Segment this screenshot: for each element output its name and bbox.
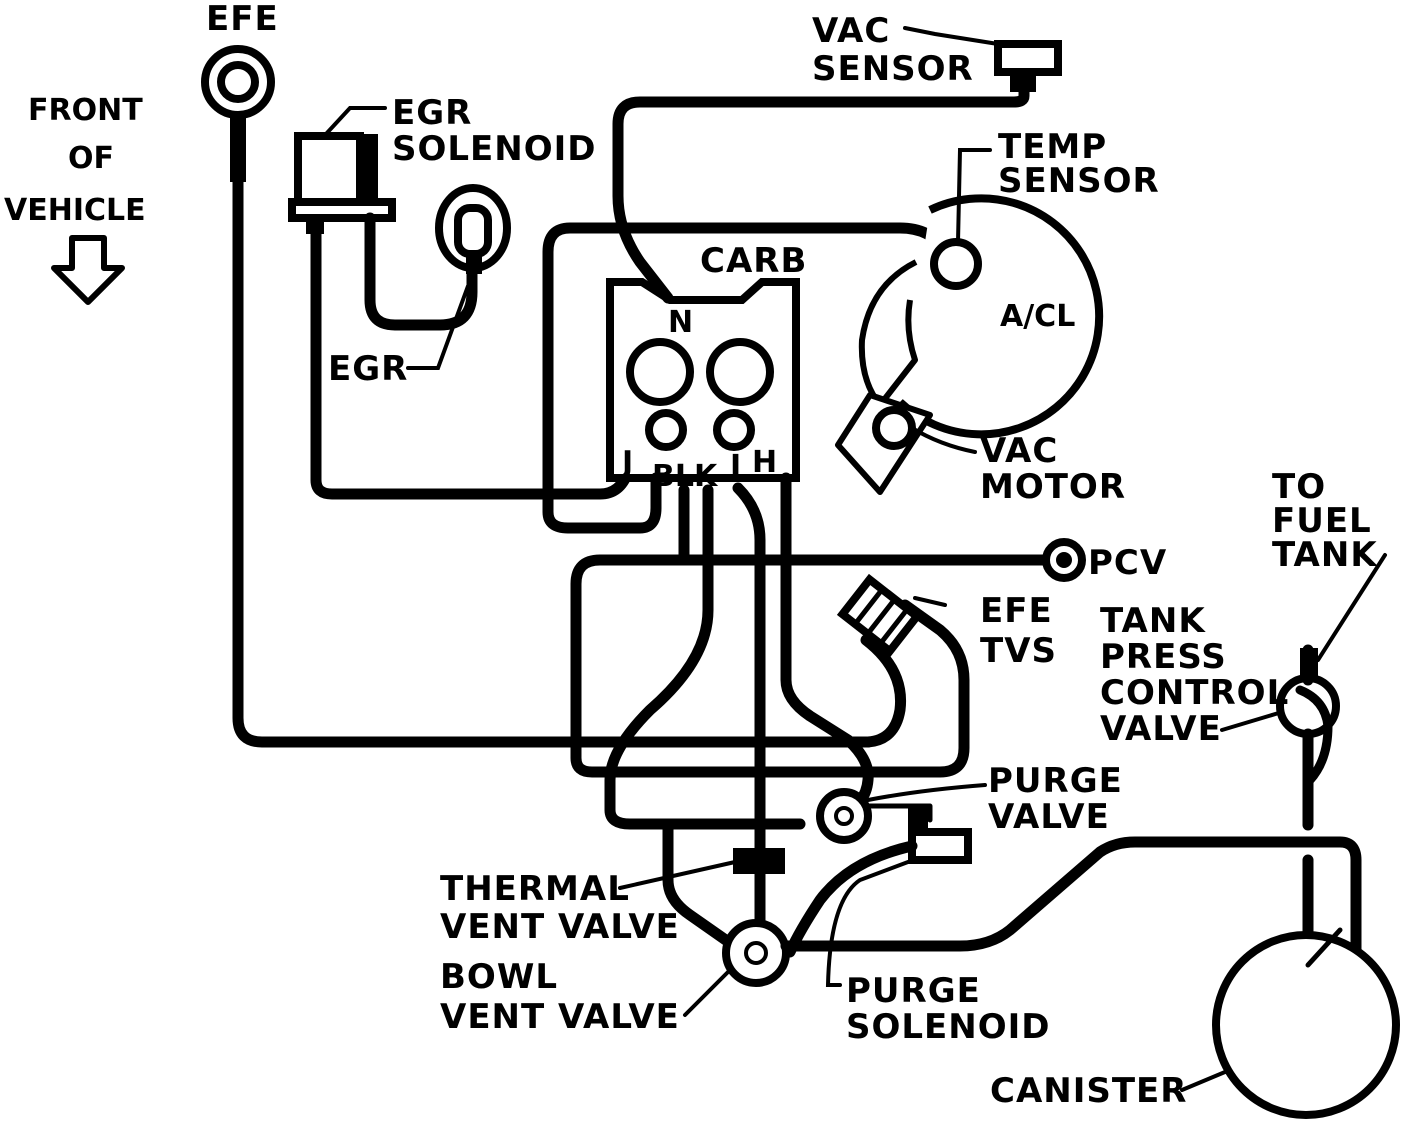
purge-valve-to-solenoid bbox=[865, 803, 933, 823]
purge-valve-leader bbox=[866, 783, 987, 802]
vac-sensor-label-1: VAC bbox=[812, 11, 890, 51]
efe-tvs-hose bbox=[860, 634, 907, 748]
egr-solenoid-label-1: EGR bbox=[392, 93, 472, 133]
a-cl-label: A/CL bbox=[1000, 299, 1075, 334]
canister-leader bbox=[1180, 1070, 1227, 1092]
vac-motor bbox=[872, 406, 916, 450]
front-label-line1: FRONT bbox=[28, 93, 143, 128]
temp-sensor-leader bbox=[956, 148, 992, 244]
carb-port-h-label: H bbox=[752, 445, 777, 480]
front-of-vehicle-label: FRONT OF VEHICLE bbox=[4, 93, 146, 228]
carb-i-hose bbox=[732, 482, 766, 986]
egr-hose bbox=[364, 212, 478, 331]
pcv-valve bbox=[1042, 538, 1086, 582]
thermal-vent-hose bbox=[662, 818, 746, 956]
efe-valve bbox=[201, 45, 275, 182]
to-fuel-tank-label-2: FUEL bbox=[1272, 501, 1372, 541]
vac-sensor-hose bbox=[612, 84, 1030, 304]
pcv-label: PCV bbox=[1088, 543, 1167, 583]
purge-solenoid-hose bbox=[784, 840, 918, 958]
efe-tvs-leader bbox=[913, 596, 947, 607]
purge-valve-label-1: PURGE bbox=[988, 761, 1123, 801]
purge-solenoid-label-2: SOLENOID bbox=[846, 1007, 1051, 1047]
efe-label: EFE bbox=[206, 0, 279, 39]
egr-solenoid-to-carb-hose bbox=[310, 226, 634, 500]
canister bbox=[1212, 927, 1400, 1119]
vac-motor-leader bbox=[910, 426, 977, 454]
bowl-vent-label-2: VENT VALVE bbox=[440, 997, 680, 1037]
tank-press-label-1: TANK bbox=[1100, 601, 1206, 641]
purge-solenoid bbox=[908, 806, 972, 864]
carb-h-hose bbox=[780, 472, 874, 821]
egr-solenoid-leader bbox=[324, 106, 387, 136]
vac-sensor-leader bbox=[903, 26, 1000, 46]
front-arrow-icon bbox=[51, 235, 125, 305]
egr-leader bbox=[406, 284, 470, 370]
carb-loop-hose bbox=[542, 222, 951, 534]
tank-press-label-4: VALVE bbox=[1100, 709, 1222, 749]
purge-valve-label-2: VALVE bbox=[988, 797, 1110, 837]
bowl-vent-to-canister-hose bbox=[780, 836, 1362, 1032]
vac-motor-label-1: VAC bbox=[980, 431, 1058, 471]
carb-label: CARB bbox=[700, 241, 807, 281]
temp-sensor-label-2: SENSOR bbox=[998, 161, 1160, 201]
front-label-line2: OF bbox=[68, 141, 114, 176]
pcv-hose bbox=[570, 554, 1054, 778]
egr-label: EGR bbox=[328, 349, 408, 389]
to-fuel-tank-label-3: TANK bbox=[1272, 535, 1378, 575]
to-fuel-tank-leader bbox=[1316, 553, 1387, 662]
efe-tvs bbox=[836, 573, 923, 657]
thermal-vent-valve bbox=[733, 848, 785, 874]
efe-tvs-label-1: EFE bbox=[980, 591, 1053, 631]
efe-tvs-label-2: TVS bbox=[980, 631, 1057, 671]
thermal-vent-leader bbox=[618, 860, 737, 890]
front-label-line3: VEHICLE bbox=[4, 193, 146, 228]
thermal-vent-label-2: VENT VALVE bbox=[440, 907, 680, 947]
egr-valve bbox=[435, 184, 511, 274]
egr-solenoid-label-2: SOLENOID bbox=[392, 129, 597, 169]
purge-valve bbox=[816, 788, 872, 844]
thermal-vent-label-1: THERMAL bbox=[440, 869, 630, 909]
temp-sensor bbox=[930, 238, 982, 290]
carb-port-j-label: J bbox=[620, 445, 633, 480]
tank-press-label-2: PRESS bbox=[1100, 637, 1227, 677]
vac-sensor bbox=[994, 40, 1062, 92]
purge-solenoid-label-1: PURGE bbox=[846, 971, 981, 1011]
bowl-vent-label-1: BOWL bbox=[440, 957, 558, 997]
carburetor bbox=[606, 278, 800, 482]
egr-solenoid bbox=[288, 132, 396, 234]
bowl-vent-valve bbox=[722, 919, 790, 987]
vac-motor-label-2: MOTOR bbox=[980, 467, 1126, 507]
purge-solenoid-leader bbox=[825, 860, 910, 987]
temp-sensor-label-1: TEMP bbox=[998, 127, 1107, 167]
carb-main-hose bbox=[604, 484, 806, 830]
carb-port-i-label: I bbox=[730, 449, 741, 484]
bowl-vent-leader bbox=[683, 970, 730, 1017]
to-fuel-tank-label-1: TO bbox=[1272, 467, 1326, 507]
efe-hose bbox=[232, 174, 874, 748]
tank-press-label-3: CONTROL bbox=[1100, 673, 1289, 713]
vac-sensor-label-2: SENSOR bbox=[812, 49, 974, 89]
tank-press-leader bbox=[1220, 710, 1284, 732]
canister-label: CANISTER bbox=[990, 1071, 1187, 1111]
carb-port-n-label: N bbox=[668, 305, 693, 340]
